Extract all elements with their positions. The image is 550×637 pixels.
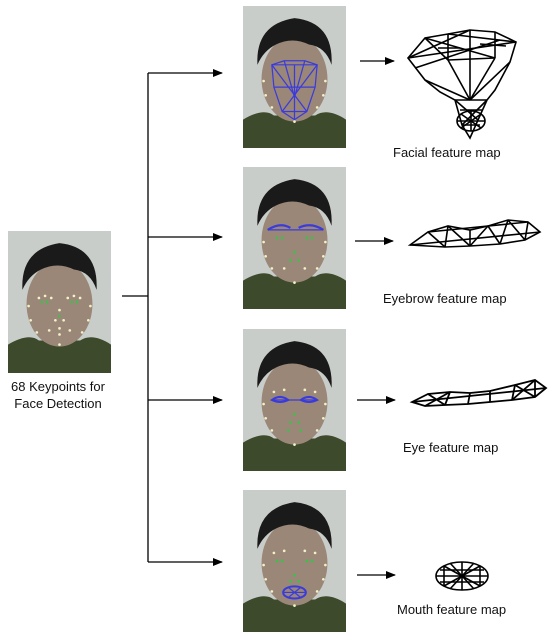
face-illustration — [243, 167, 346, 309]
facial-feature-map-graphic — [406, 29, 517, 140]
face-photo-mouth — [243, 490, 346, 632]
eyebrow-highlight-overlay — [267, 224, 324, 231]
eye-feature-map-graphic — [409, 379, 548, 407]
face-photo-eyebrow — [243, 167, 346, 309]
face-illustration — [243, 490, 346, 632]
source-caption: 68 Keypoints for Face Detection — [11, 379, 105, 411]
mouth-feature-map-label: Mouth feature map — [397, 602, 507, 617]
source-face-photo — [8, 231, 111, 373]
face-photo-facial — [243, 6, 346, 148]
eyebrow-feature-map-graphic — [407, 219, 542, 248]
face-illustration — [8, 231, 111, 373]
eyebrow-feature-map-label: Eyebrow feature map — [383, 291, 507, 306]
mouth-highlight-overlay — [282, 585, 307, 600]
face-photo-eye — [243, 329, 346, 471]
face-illustration — [243, 6, 346, 148]
eye-highlight-overlay — [269, 395, 320, 404]
facial-feature-map-label: Facial feature map — [393, 145, 501, 160]
mouth-feature-map-graphic — [435, 561, 489, 591]
facial-wireframe-overlay — [271, 60, 318, 121]
eye-feature-map-label: Eye feature map — [403, 440, 499, 455]
face-illustration — [243, 329, 346, 471]
